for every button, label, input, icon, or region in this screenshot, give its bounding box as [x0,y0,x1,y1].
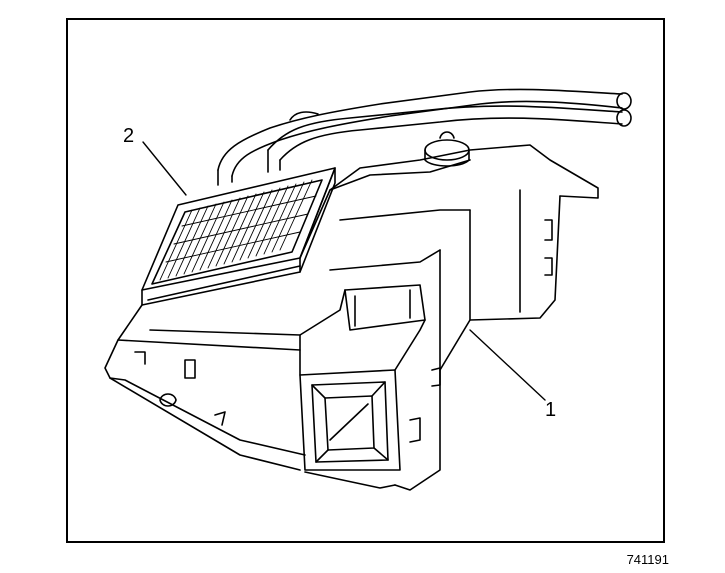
callout-1-leader [469,329,546,401]
callout-1-label: 1 [545,399,557,421]
callout-2-leader [142,141,187,196]
heater-case [104,131,599,491]
heater-hoses [217,88,632,177]
figure-number: 741191 [626,552,669,567]
heater-core [141,149,336,306]
callout-2-label: 2 [123,125,135,147]
